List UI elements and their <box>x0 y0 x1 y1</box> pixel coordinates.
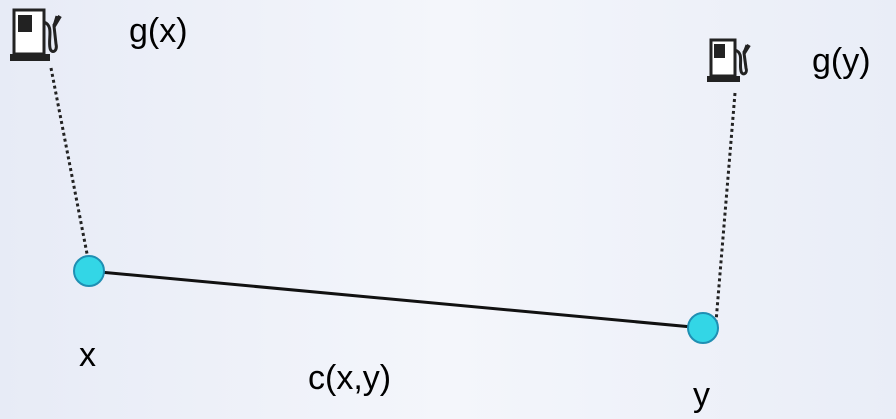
node-x[interactable] <box>73 255 105 287</box>
dotted-connector-x <box>49 67 91 265</box>
label-edge-cost: c(x,y) <box>308 359 392 397</box>
label-y: y <box>693 376 710 414</box>
edge-x-y <box>88 269 704 330</box>
gas-pump-icon <box>707 38 751 82</box>
dotted-connector-y <box>714 92 737 323</box>
gas-pump-icon <box>10 8 62 61</box>
label-g-y: g(y) <box>812 42 871 80</box>
label-g-x: g(x) <box>129 12 188 50</box>
label-x: x <box>79 336 96 374</box>
node-y[interactable] <box>687 312 719 344</box>
